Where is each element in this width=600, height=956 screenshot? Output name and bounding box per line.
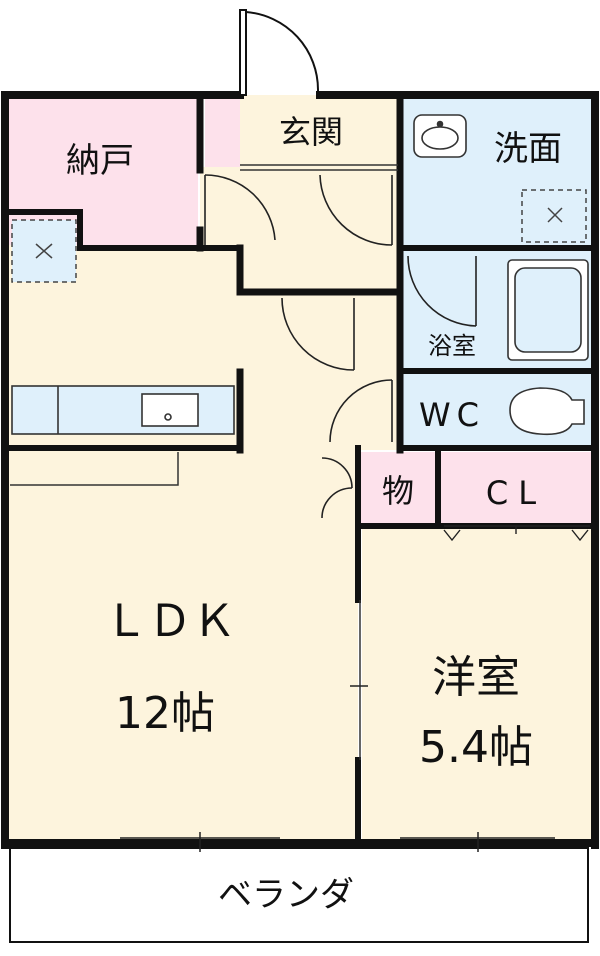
ldk-name-label: ＬＤＫ — [104, 596, 236, 647]
wc-label: WC — [419, 396, 485, 434]
entrance-area — [240, 95, 398, 167]
window-marks — [120, 685, 555, 852]
bathtub-icon — [507, 259, 589, 361]
ldk-size-label: 12帖 — [115, 688, 215, 739]
western-room — [362, 528, 592, 840]
closet-rail — [443, 525, 590, 542]
storage-label: 納戸 — [66, 141, 134, 181]
ldk-room — [8, 450, 358, 840]
corridor — [240, 292, 398, 450]
door-swings — [204, 174, 477, 519]
entrance-label: 玄関 — [279, 113, 343, 151]
western-size-label: 5.4帖 — [419, 722, 533, 773]
entrance-strip — [205, 95, 240, 167]
closet-small-room — [360, 452, 436, 524]
sink-icon — [413, 114, 467, 158]
partitions — [10, 164, 398, 760]
ventilation-fan-icon — [521, 189, 587, 243]
closet-label: CL — [486, 474, 546, 512]
front-door — [239, 9, 320, 96]
ventilation-fan-icon — [11, 219, 77, 283]
walls — [1, 91, 599, 849]
kitchen-counter-icon — [11, 385, 235, 435]
balcony-label: ベランダ — [218, 875, 354, 915]
closet-room — [440, 452, 592, 524]
western-name-label: 洋室 — [432, 652, 520, 703]
bathroom-label: 浴室 — [428, 332, 476, 360]
closet-small-label: 物 — [382, 472, 414, 510]
toilet-icon — [509, 387, 585, 436]
balcony-area — [9, 847, 589, 943]
washroom-label: 洗面 — [494, 129, 562, 169]
